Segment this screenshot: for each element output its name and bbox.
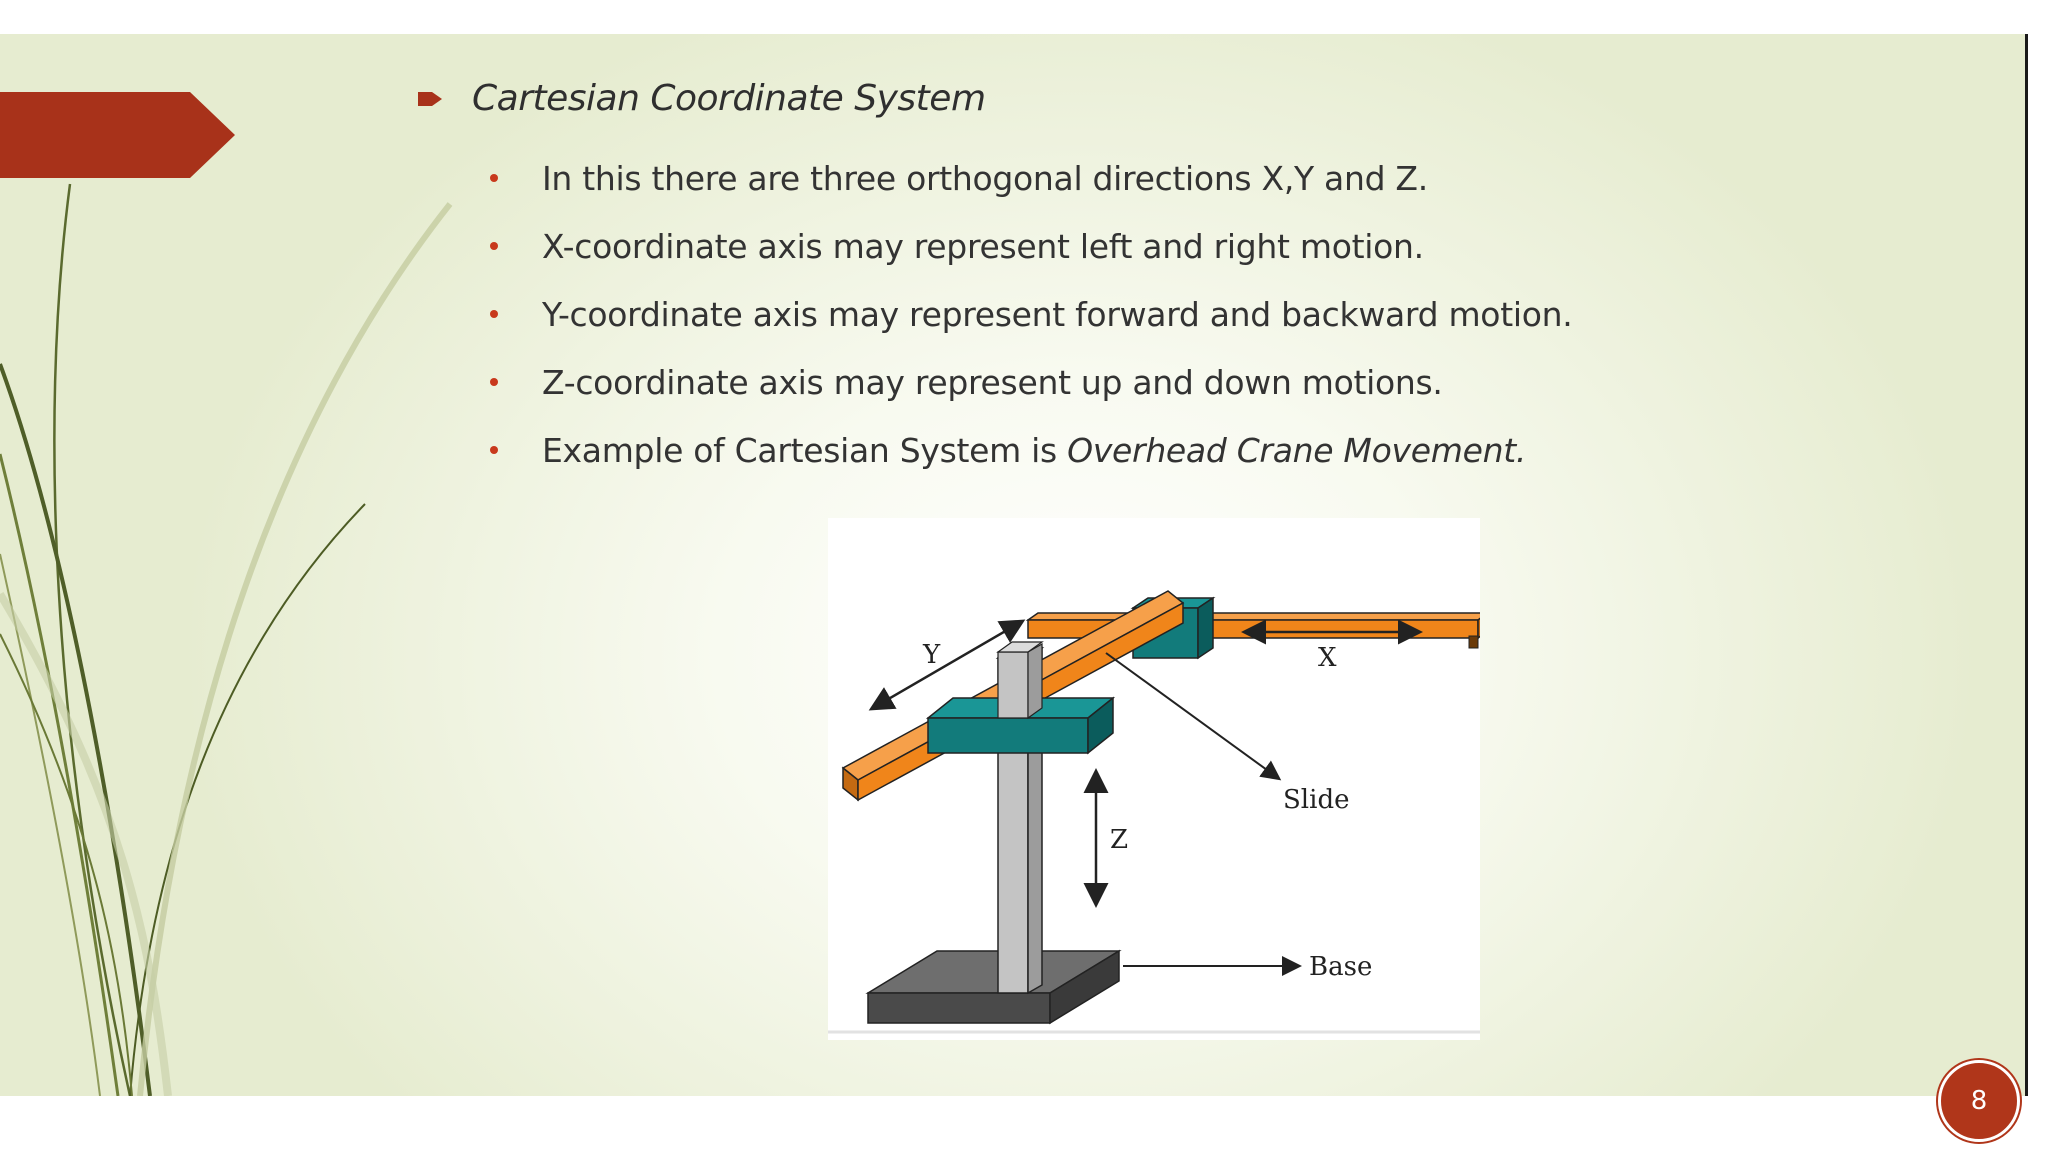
y-axis-label: Y <box>922 640 941 670</box>
page-number-badge: 8 <box>1938 1060 2020 1142</box>
slide-heading: Cartesian Coordinate System <box>472 78 986 119</box>
bullet-dot-icon <box>490 174 498 182</box>
slide: Cartesian Coordinate System In this ther… <box>0 34 2028 1096</box>
crane-base <box>865 949 1122 1025</box>
cartesian-robot-figure: Y X Z Slide Base <box>828 518 1480 1040</box>
base-label: Base <box>1309 952 1372 982</box>
heading-row: Cartesian Coordinate System <box>418 78 986 119</box>
bullet-item: In this there are three orthogonal direc… <box>490 144 1572 212</box>
cartesian-robot-diagram: Y X Z Slide Base <box>828 590 1480 1034</box>
accent-arrow-tab <box>0 92 235 178</box>
slide-label: Slide <box>1283 785 1349 815</box>
bullet-text: In this there are three orthogonal direc… <box>542 158 1428 198</box>
slide-pointer <box>1105 652 1282 781</box>
y-axis-arrow <box>868 619 1026 711</box>
arrow-bullet-icon <box>418 91 442 106</box>
bullet-dot-icon <box>490 378 498 386</box>
bullet-item: Z-coordinate axis may represent up and d… <box>490 348 1572 416</box>
bullet-item: X-coordinate axis may represent left and… <box>490 212 1572 280</box>
bullet-text: Y-coordinate axis may represent forward … <box>542 294 1573 334</box>
bullet-dot-icon <box>490 242 498 250</box>
bullet-text: Example of Cartesian System is <box>542 430 1057 470</box>
bullet-item: Y-coordinate axis may represent forward … <box>490 280 1573 348</box>
bullet-list: In this there are three orthogonal direc… <box>490 144 1573 484</box>
decorative-swoosh-lines <box>0 183 453 1096</box>
bullet-dot-icon <box>490 446 498 454</box>
bullet-text: Z-coordinate axis may represent up and d… <box>542 362 1443 402</box>
bullet-text: X-coordinate axis may represent left and… <box>542 226 1424 266</box>
bullet-dot-icon <box>490 310 498 318</box>
x-axis-label: X <box>1318 643 1337 673</box>
bullet-item: Example of Cartesian System is Overhead … <box>490 416 1572 484</box>
z-axis-label: Z <box>1110 825 1128 855</box>
bullet-emphasis-text: Overhead Crane Movement. <box>1067 430 1527 470</box>
